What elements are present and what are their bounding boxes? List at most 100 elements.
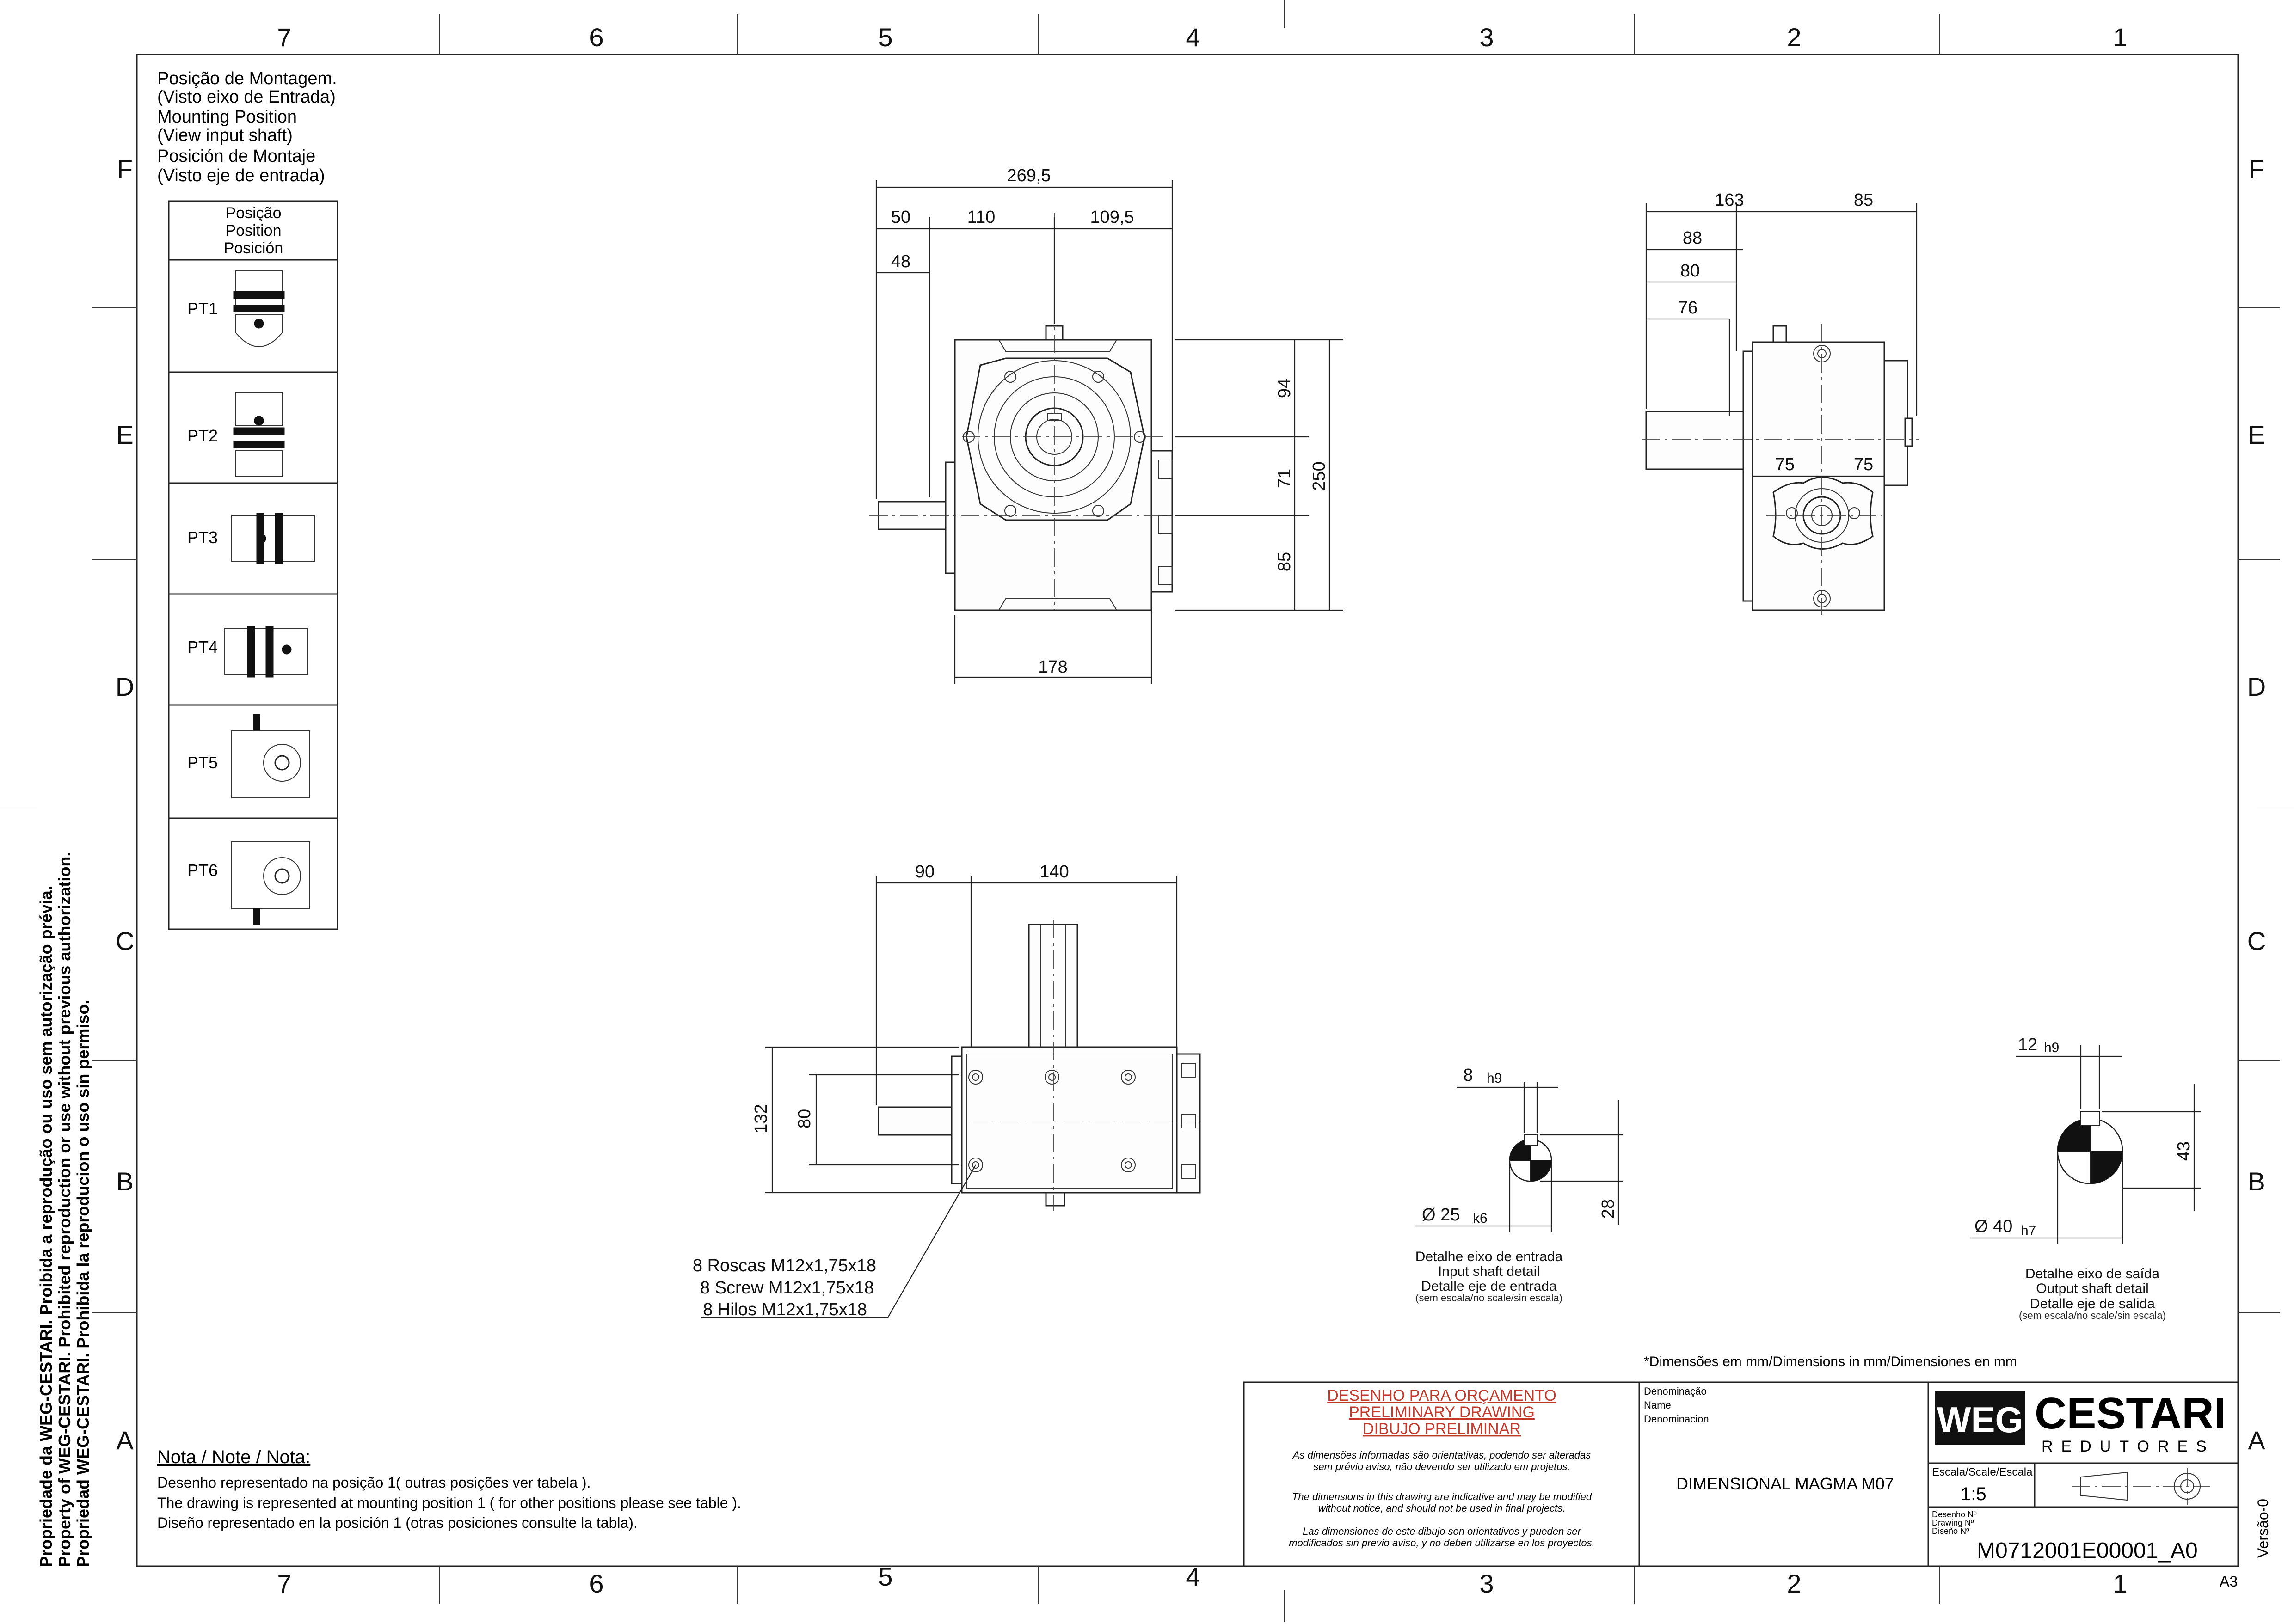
disclaimer-line: sem prévio aviso, não devendo ser utiliz… (1313, 1461, 1570, 1472)
table-header-line: Posición (224, 239, 283, 257)
grid-row-label: A (2248, 1426, 2265, 1455)
grid-row-label: D (116, 672, 134, 701)
logo-sub: REDUTORES (2042, 1438, 2215, 1455)
scale-value: 1:5 (1961, 1484, 1986, 1504)
grid-row-label: F (117, 154, 133, 184)
screw-note-line: 8 Screw M12x1,75x18 (700, 1278, 874, 1298)
grid-col-label: 1 (2113, 1569, 2127, 1598)
output-key-tol: h9 (2044, 1040, 2059, 1055)
dim-76: 76 (1678, 298, 1697, 318)
position-label: PT6 (187, 861, 218, 880)
output-key-width: 12 (2018, 1035, 2037, 1054)
dim-80: 80 (1680, 261, 1700, 281)
drawing-label: Diseño Nº (1932, 1526, 1969, 1536)
output-caption-line: Detalle eje de salida (2030, 1296, 2155, 1311)
drawing-name: DIMENSIONAL MAGMA M07 (1676, 1474, 1894, 1493)
grid-col-label: 2 (1787, 1569, 1801, 1598)
drawing-note: Nota / Note / Nota: Desenho representado… (157, 1447, 741, 1531)
disclaimer-line: Las dimensiones de este dibujo son orien… (1303, 1526, 1581, 1537)
pt5-icon (231, 714, 310, 798)
drawing-label: Desenho Nº (1932, 1510, 1977, 1519)
mounting-heading-line: (Visto eje de entrada) (157, 166, 325, 185)
dim-75b: 75 (1854, 455, 1873, 474)
grid-col-label: 7 (277, 23, 291, 52)
input-dia-tol: k6 (1473, 1211, 1488, 1226)
mounting-heading-line: (Visto eixo de Entrada) (157, 87, 336, 107)
property-notice-line: Propriedade da WEG-CESTARI. Proibida a r… (37, 886, 55, 1567)
pt2-icon (233, 392, 285, 477)
grid-row-label: C (2247, 926, 2266, 956)
position-label: PT4 (187, 637, 218, 656)
sheet-size: A3 (2220, 1573, 2238, 1590)
grid-row-label: A (116, 1426, 134, 1455)
grid-row-labels-left: F E D C B A (116, 154, 134, 1455)
grid-row-label: C (116, 926, 134, 956)
dim-50: 50 (891, 208, 910, 227)
table-header-line: Position (226, 222, 282, 239)
name-label: Name (1644, 1399, 1671, 1411)
logo-weg: WEG (1937, 1399, 2023, 1440)
dim-80c: 80 (795, 1109, 814, 1128)
output-caption-line: Detalhe eixo de saída (2025, 1266, 2160, 1281)
preliminary-line: DESENHO PARA ORÇAMENTO (1327, 1387, 1556, 1404)
title-block: DESENHO PARA ORÇAMENTO PRELIMINARY DRAWI… (1243, 1381, 2271, 1590)
name-label: Denominacion (1644, 1413, 1709, 1425)
grid-col-label: 5 (878, 23, 892, 52)
pt4-icon (224, 626, 308, 678)
weg-cestari-logo: WEG CESTARI REDUTORES (1935, 1389, 2226, 1455)
output-caption-line: Output shaft detail (2036, 1281, 2149, 1296)
grid-col-label: 4 (1186, 1562, 1200, 1591)
scale-label: Escala/Scale/Escala (1932, 1466, 2033, 1478)
position-label: PT5 (187, 753, 218, 772)
note-line: The drawing is represented at mounting p… (157, 1495, 741, 1511)
mounting-heading-line: Posição de Montagem. (157, 69, 337, 88)
disclaimer-line: As dimensões informadas são orientativas… (1292, 1449, 1591, 1461)
grid-col-label: 3 (1479, 23, 1494, 52)
preliminary-line: PRELIMINARY DRAWING (1349, 1403, 1535, 1421)
input-scale-note: (sem escala/no scale/sin escala) (1415, 1292, 1562, 1304)
table-header-line: Posição (226, 204, 282, 222)
dim-178: 178 (1038, 657, 1067, 677)
dim-71: 71 (1275, 469, 1294, 488)
grid-col-label: 5 (878, 1562, 892, 1591)
dim-85: 85 (1275, 552, 1294, 571)
dim-88: 88 (1683, 228, 1702, 248)
input-height: 28 (1599, 1199, 1618, 1219)
pt6-icon (231, 841, 310, 925)
pt1-icon (233, 270, 285, 347)
name-label: Denominação (1644, 1385, 1707, 1397)
front-view: 269,5 50 110 109,5 48 94 71 250 85 178 (869, 166, 1343, 684)
grid-row-label: B (2248, 1167, 2265, 1196)
mounting-heading-line: (View input shaft) (157, 126, 293, 145)
input-caption-line: Detalle eje de entrada (1421, 1279, 1557, 1294)
projection-symbol-icon (2072, 1468, 2210, 1505)
grid-row-label: E (2248, 420, 2265, 449)
position-label: PT3 (187, 528, 218, 547)
grid-col-label: 6 (589, 23, 603, 52)
input-caption-line: Input shaft detail (1438, 1264, 1540, 1279)
note-line: Desenho representado na posição 1( outra… (157, 1474, 590, 1491)
units-note: *Dimensões em mm/Dimensions in mm/Dimens… (1644, 1354, 2017, 1369)
mounting-heading-line: Posición de Montaje (157, 147, 315, 166)
input-shaft-detail: 8 h9 Ø 25 k6 28 Detalhe eixo de entrada … (1415, 1066, 1623, 1304)
dim-109: 109,5 (1090, 208, 1134, 227)
property-notice: Propriedade da WEG-CESTARI. Proibida a r… (37, 852, 92, 1567)
grid-row-label: B (116, 1167, 133, 1196)
position-label: PT2 (187, 426, 218, 445)
screw-note-line: 8 Hilos M12x1,75x18 (703, 1300, 867, 1319)
dim-94: 94 (1275, 379, 1294, 398)
bottom-view: 90 140 132 80 8 Roscas M12x1,75x18 8 Scr… (693, 862, 1202, 1319)
grid-col-label: 3 (1479, 1569, 1494, 1598)
mounting-heading-line: Mounting Position (157, 107, 297, 127)
property-notice-line: Property of WEG-CESTARI. Prohibited repr… (55, 852, 74, 1567)
grid-row-label: D (2247, 672, 2266, 701)
dim-163: 163 (1715, 190, 1744, 210)
output-scale-note: (sem escala/no scale/sin escala) (2019, 1310, 2166, 1321)
disclaimer-line: without notice, and should not be used i… (1318, 1502, 1565, 1514)
output-dia-tol: h7 (2021, 1223, 2036, 1238)
dim-132: 132 (751, 1104, 771, 1133)
drawing-number: M0712001E00001_A0 (1977, 1538, 2198, 1563)
input-key-tol: h9 (1487, 1071, 1502, 1086)
output-shaft-detail: 12 h9 Ø 40 h7 43 Detalhe eixo de saída O… (1970, 1035, 2201, 1321)
